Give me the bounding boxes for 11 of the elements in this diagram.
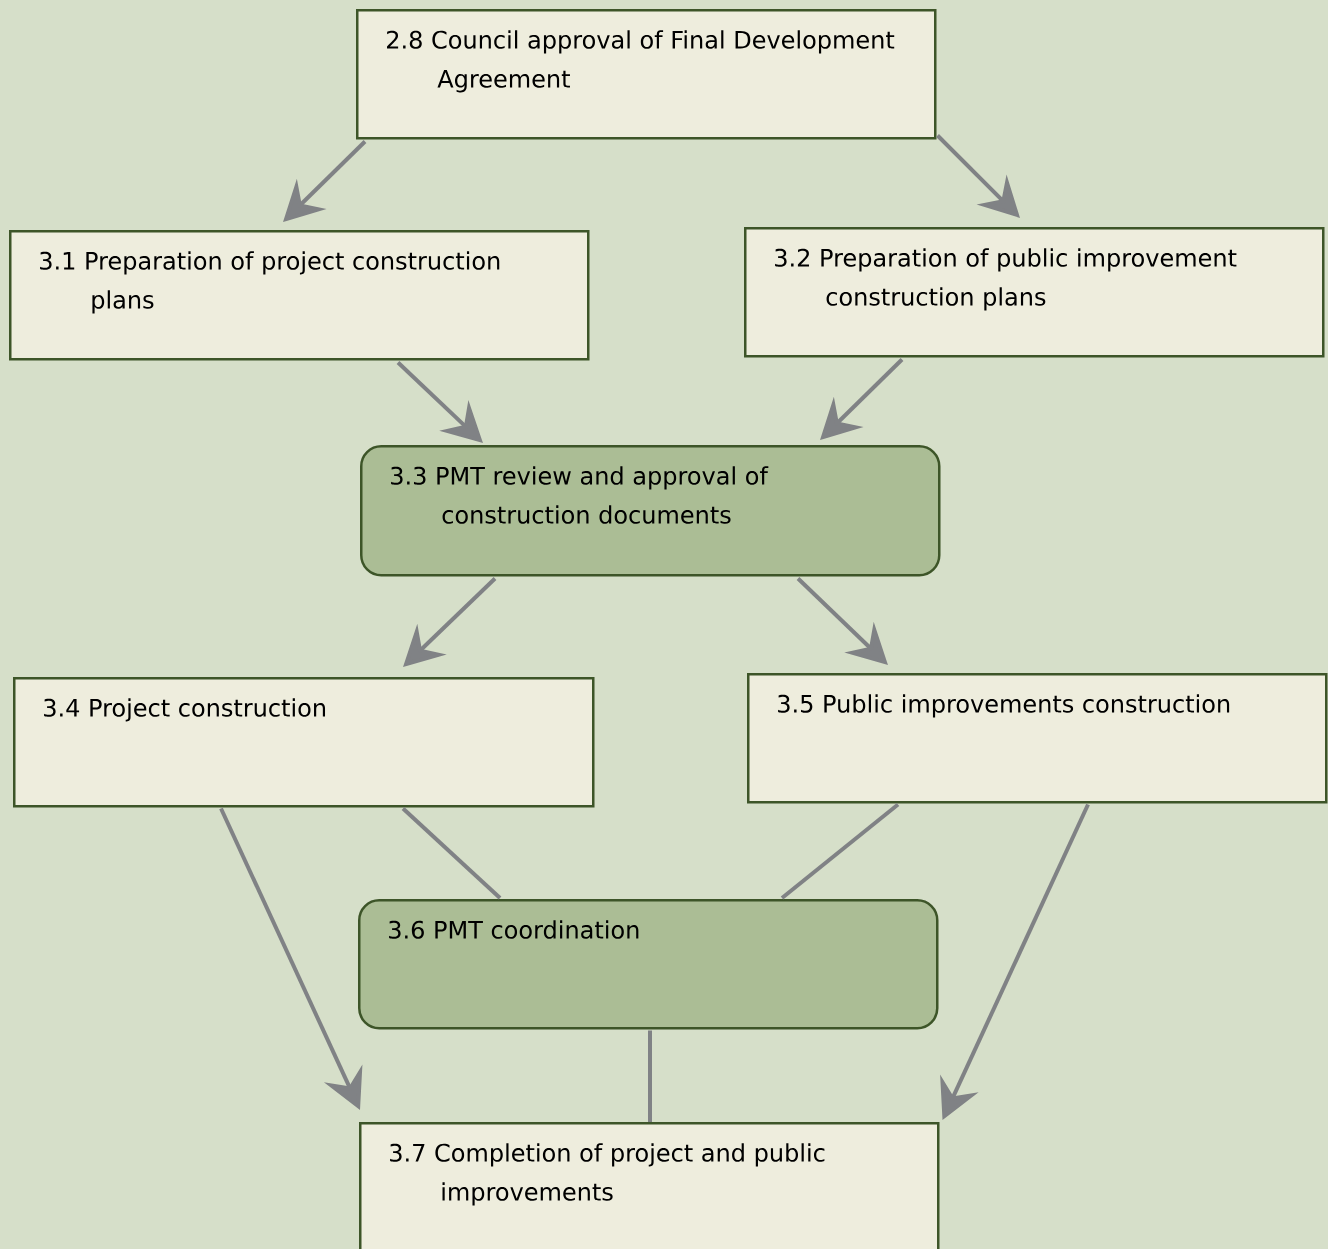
connector-line	[401, 807, 502, 900]
process-box: 2.8 Council approval of Final Development Agreement	[356, 9, 937, 140]
review-box: 3.6 PMT coordination	[358, 899, 939, 1030]
process-box: 3.4 Project construction	[13, 677, 595, 808]
connector-line	[648, 1030, 652, 1122]
process-box: 3.2 Preparation of public improvement construction plans	[744, 227, 1325, 358]
connector-line	[780, 802, 900, 900]
process-box: 3.5 Public improvements construction	[747, 673, 1328, 804]
process-box: 3.7 Completion of project and public improvements	[359, 1122, 940, 1249]
process-box: 3.1 Preparation of project construction plans	[9, 230, 590, 361]
review-box: 3.3 PMT review and approval of construction documents	[360, 445, 941, 577]
